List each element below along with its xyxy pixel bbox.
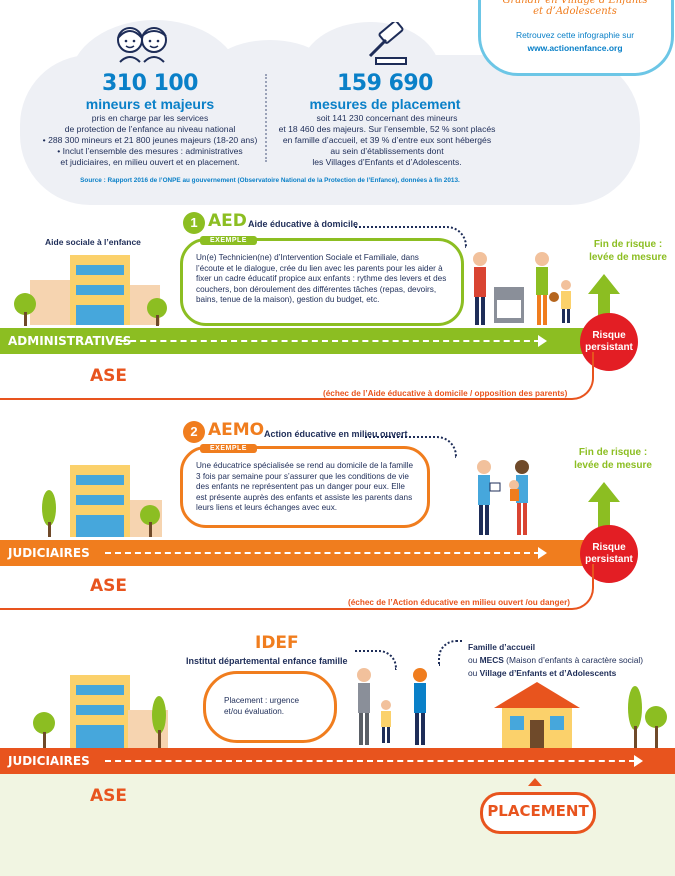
aemo-ase: ASE xyxy=(90,576,128,596)
band-label: ADMINISTRATIVES xyxy=(8,334,132,348)
corner-line1: Retrouvez cette infographie sur xyxy=(515,30,635,40)
dest-mecs: ou MECS (Maison d’enfants à caractère so… xyxy=(468,654,643,667)
placement-illustration xyxy=(350,665,440,747)
aed-label: Aide éducative à domicile xyxy=(248,219,359,229)
gavel-icon xyxy=(362,20,412,66)
aed-badge: 1 xyxy=(183,212,205,234)
connector-dots xyxy=(355,226,467,248)
stat2-line: soit 141 230 concernant des mineurs xyxy=(316,113,458,123)
dash-line xyxy=(105,552,540,554)
house-illustration xyxy=(492,680,582,748)
risk-line: Risque xyxy=(592,542,626,553)
arrow-right-icon xyxy=(634,755,643,767)
idef-ase: ASE xyxy=(90,786,128,806)
stat1-line: • Inclut l’ensemble des mesures : admini… xyxy=(57,146,243,156)
dest-village: ou Village d’Enfants et d’Adolescents xyxy=(468,667,643,680)
stat2-text: soit 141 230 concernant des mineurs et 1… xyxy=(262,113,512,168)
stat-divider xyxy=(265,74,267,162)
dest-famille: Famille d’accueil xyxy=(468,641,643,654)
building xyxy=(70,675,130,748)
stat1-number: 310 100 xyxy=(101,71,199,96)
aed-echec-note: (échec de l’Aide éducative à domicile / … xyxy=(320,389,571,398)
aed-example-tag: EXEMPLE xyxy=(200,236,257,245)
fin-line: levée de mesure xyxy=(574,460,652,471)
destination-list: Famille d’accueil ou MECS (Maison d’enfa… xyxy=(468,641,643,680)
stat1-title: mineurs et majeurs xyxy=(85,96,215,112)
aed-example-box xyxy=(180,238,464,326)
placement-pointer xyxy=(528,778,542,786)
building xyxy=(70,255,130,325)
aemo-label: Action éducative en milieu ouvert xyxy=(264,429,408,439)
source-note: Source : Rapport 2016 de l’ONPE au gouve… xyxy=(80,177,460,184)
idef-text: Placement : urgence et/ou évaluation. xyxy=(224,696,300,716)
stat1-line: et judiciaires, en milieu ouvert et en p… xyxy=(60,157,240,167)
dest-bold: Village d’Enfants et d’Adolescents xyxy=(479,668,617,678)
corner-website-link[interactable]: www.actionenfance.org xyxy=(527,43,623,53)
stat2-line: au sein d’établissements dont xyxy=(330,146,444,156)
aemo-example-box xyxy=(180,446,430,528)
idef-acronym: IDEF xyxy=(255,633,299,653)
aemo-return-line xyxy=(0,564,594,610)
placement-label: PLACEMENT xyxy=(487,802,589,820)
bg-building xyxy=(30,280,70,325)
stat2-line: les Villages d’Enfants et d’Adolescents. xyxy=(312,157,462,167)
aemo-badge: 2 xyxy=(183,421,205,443)
risk-line: persistant xyxy=(585,342,633,353)
risk-line: Risque xyxy=(592,330,626,341)
aemo-echec-note: (échec de l’Action éducative en milieu o… xyxy=(345,598,574,607)
dest-or: ou xyxy=(468,655,480,665)
dash-line xyxy=(105,760,635,762)
children-icon xyxy=(112,22,172,64)
band-label: JUDICIAIRES xyxy=(8,546,90,560)
stat2-line: et 18 460 des majeurs. Sur l’ensemble, 5… xyxy=(278,124,496,134)
stat2-line: en famille d’accueil, et 39 % d’entre eu… xyxy=(282,135,492,145)
aed-example-text: Un(e) Technicien(ne) d’Intervention Soci… xyxy=(196,253,447,305)
risk-line: persistant xyxy=(585,554,633,565)
band-judiciaires-1: JUDICIAIRES xyxy=(0,540,600,566)
educator-illustration xyxy=(470,455,540,537)
band-administratives: ADMINISTRATIVES xyxy=(0,328,600,354)
stat2-title: mesures de placement xyxy=(309,96,461,112)
stat2-number: 159 690 xyxy=(336,71,434,96)
arrow-right-icon xyxy=(538,335,547,347)
up-arrow-icon xyxy=(584,272,624,328)
up-arrow-icon xyxy=(584,480,624,536)
stat1-line: pris en charge par les services xyxy=(91,113,209,123)
aed-return-line xyxy=(0,352,594,400)
corner-script: Grandir en Village d’Enfants et d’Adoles… xyxy=(502,0,648,17)
stat1-line: • 288 300 mineurs et 21 800 jeunes majeu… xyxy=(42,135,258,145)
corner-badge xyxy=(478,0,674,76)
placement-badge xyxy=(480,792,596,834)
dash-line xyxy=(120,340,540,342)
idef-box xyxy=(203,671,337,743)
aemo-example-tag: EXEMPLE xyxy=(200,444,257,453)
connector-dots xyxy=(438,640,462,666)
band-judiciaires-2: JUDICIAIRES xyxy=(0,748,675,774)
aed-ase: ASE xyxy=(90,366,128,386)
dest-bold: MECS xyxy=(479,655,504,665)
fin-line: levée de mesure xyxy=(589,252,667,263)
dest-or: ou xyxy=(468,668,480,678)
fin-line: Fin de risque : xyxy=(578,447,648,458)
stat1-text: pris en charge par les services de prote… xyxy=(20,113,280,168)
band-label: JUDICIAIRES xyxy=(8,754,90,768)
building xyxy=(70,465,130,537)
family-illustration xyxy=(470,245,580,330)
ase-left-label: Aide sociale à l’enfance xyxy=(45,237,141,247)
stat1-line: de protection de l’enfance au niveau nat… xyxy=(64,124,236,134)
fin-line: Fin de risque : xyxy=(593,239,663,250)
aemo-acronym: AEMO xyxy=(208,420,265,440)
aed-fin-risque: Fin de risque : levée de mesure xyxy=(588,238,668,264)
idef-label: Institut départemental enfance famille xyxy=(186,656,348,666)
aemo-fin-risque: Fin de risque : levée de mesure xyxy=(563,446,663,472)
aed-acronym: AED xyxy=(208,211,247,231)
dest-bold: Famille d’accueil xyxy=(468,642,536,652)
arrow-right-icon xyxy=(538,547,547,559)
aemo-example-text: Une éducatrice spécialisée se rend au do… xyxy=(196,461,414,513)
dest-desc: (Maison d’enfants à caractère social) xyxy=(503,655,644,665)
